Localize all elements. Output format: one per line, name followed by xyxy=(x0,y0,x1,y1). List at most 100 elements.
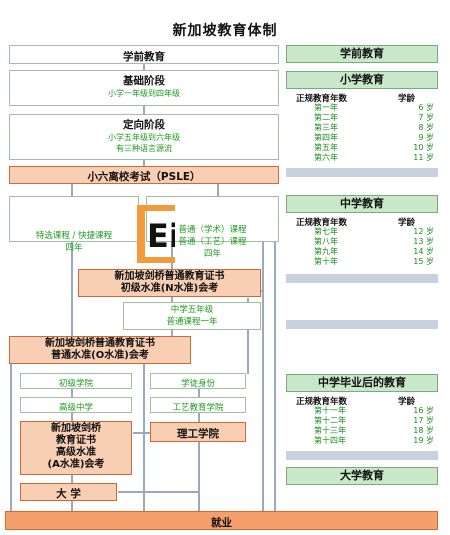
year-cell: 第三年 xyxy=(314,123,338,132)
junior-college-label: 初级学院 xyxy=(58,379,93,389)
age-cell: 9 岁 xyxy=(418,133,434,142)
connector xyxy=(143,159,145,167)
year-cell: 第一年 xyxy=(314,103,338,112)
right-divider xyxy=(286,320,438,329)
preschool-box: 学前教育 xyxy=(9,45,279,64)
age-cell: 7 岁 xyxy=(418,113,434,122)
right-university-header: 大学教育 xyxy=(286,467,438,485)
apprentice-box: 学徒身份 xyxy=(150,373,246,389)
age-cell: 18 岁 xyxy=(413,426,434,435)
connector xyxy=(71,388,73,398)
year-cell: 第七年 xyxy=(314,227,338,236)
secondary-five-line-2: 普通课程一年 xyxy=(166,317,218,327)
connector xyxy=(198,442,200,512)
o-level-box: 新加坡剑桥普通教育证书 普通水准(O水准)会考 xyxy=(9,336,191,364)
right-university-label: 大学教育 xyxy=(340,469,384,482)
year-cell: 第十三年 xyxy=(314,426,346,435)
secondary-five-line-1: 中学五年级 xyxy=(170,305,214,315)
psle-label: 小六离校考试（PSLE） xyxy=(87,171,201,183)
n-level-box: 新加坡剑桥普通教育证书 初级水准(N水准)会考 xyxy=(78,269,261,297)
right-primary-header: 小学教育 xyxy=(286,71,438,89)
connector xyxy=(71,242,73,337)
normal-course-box: 普通（学术）课程 普通（工艺）课程 四年 xyxy=(146,196,279,259)
year-cell: 第五年 xyxy=(314,143,338,152)
connector xyxy=(262,242,264,512)
year-cell: 第十年 xyxy=(314,257,338,266)
right-secondary-header: 中学教育 xyxy=(286,195,438,213)
secondary-row: 第十年 15 岁 xyxy=(314,257,434,268)
post-row: 第十四年 19 岁 xyxy=(314,436,434,447)
connector xyxy=(171,242,173,270)
right-preschool-label: 学前教育 xyxy=(340,47,384,60)
centralised-institute-box: 高级中学 xyxy=(20,397,132,413)
right-preschool-header: 学前教育 xyxy=(286,45,438,63)
university-label: 大 学 xyxy=(56,488,81,500)
ei-logo: Ei xyxy=(137,205,175,263)
right-secondary-label: 中学教育 xyxy=(340,197,384,210)
a-level-line-4: (A水准)会考 xyxy=(47,459,105,470)
primary-row: 第四年 9 岁 xyxy=(314,133,434,144)
connector xyxy=(217,183,219,197)
foundation-stage-box: 基础阶段 小学一年级到四年级 xyxy=(9,70,279,106)
connector xyxy=(143,63,145,71)
a-level-line-2: 教育证书 xyxy=(56,435,96,446)
employment-box: 就业 xyxy=(5,511,438,530)
n-level-line-2: 初级水准(N水准)会考 xyxy=(120,283,219,294)
age-cell: 19 岁 xyxy=(413,436,434,445)
a-level-line-1: 新加坡剑桥 xyxy=(51,423,101,434)
right-divider xyxy=(286,451,438,460)
preschool-label: 学前教育 xyxy=(123,51,165,63)
age-cell: 8 岁 xyxy=(418,123,434,132)
connector xyxy=(171,329,173,337)
connector xyxy=(71,183,73,197)
centralised-institute-label: 高级中学 xyxy=(58,403,93,413)
age-cell: 15 岁 xyxy=(413,257,434,266)
right-post-secondary-header: 中学毕业后的教育 xyxy=(286,374,438,392)
year-cell: 第八年 xyxy=(314,237,338,246)
age-cell: 16 岁 xyxy=(413,406,434,415)
orientation-subtitle-1: 小学五年级到六年级 xyxy=(108,133,180,142)
orientation-stage-box: 定向阶段 小学五年级到六年级 有三种语言源流 xyxy=(9,114,279,160)
connector xyxy=(171,294,173,303)
right-post-secondary-label: 中学毕业后的教育 xyxy=(318,376,406,389)
connector xyxy=(247,298,249,374)
diagram-title: 新加坡教育体制 xyxy=(172,23,278,39)
polytechnic-box: 理工学院 xyxy=(150,422,246,442)
connector xyxy=(198,388,200,398)
secondary-col-years: 正规教育年数 xyxy=(296,218,348,228)
primary-col-age: 学龄 xyxy=(398,94,416,104)
post-row: 第十三年 18 岁 xyxy=(314,426,434,437)
secondary-five-box: 中学五年级 普通课程一年 xyxy=(123,302,261,330)
year-cell: 第十四年 xyxy=(314,436,346,445)
right-divider xyxy=(286,168,438,177)
post-col-years: 正规教育年数 xyxy=(296,397,348,407)
connector xyxy=(143,362,145,512)
secondary-col-age: 学龄 xyxy=(398,218,416,228)
foundation-subtitle: 小学一年级到四年级 xyxy=(108,89,180,98)
special-express-label: 特选课程 / 快捷课程 四年 xyxy=(35,231,113,253)
psle-box: 小六离校考试（PSLE） xyxy=(9,166,279,184)
year-cell: 第九年 xyxy=(314,247,338,256)
junior-college-box: 初级学院 xyxy=(20,373,132,389)
year-cell: 第四年 xyxy=(314,133,338,142)
polytechnic-label: 理工学院 xyxy=(177,428,219,440)
orientation-title: 定向阶段 xyxy=(123,119,165,131)
foundation-title: 基础阶段 xyxy=(123,75,165,87)
secondary-row: 第八年 13 岁 xyxy=(314,237,434,248)
age-cell: 6 岁 xyxy=(418,103,434,112)
connector xyxy=(133,432,150,434)
age-cell: 13 岁 xyxy=(413,237,434,246)
orientation-subtitle-2: 有三种语言源流 xyxy=(116,144,172,153)
primary-col-years: 正规教育年数 xyxy=(296,94,348,104)
connector xyxy=(10,345,12,512)
age-cell: 14 岁 xyxy=(413,247,434,256)
apprentice-label: 学徒身份 xyxy=(180,379,215,389)
